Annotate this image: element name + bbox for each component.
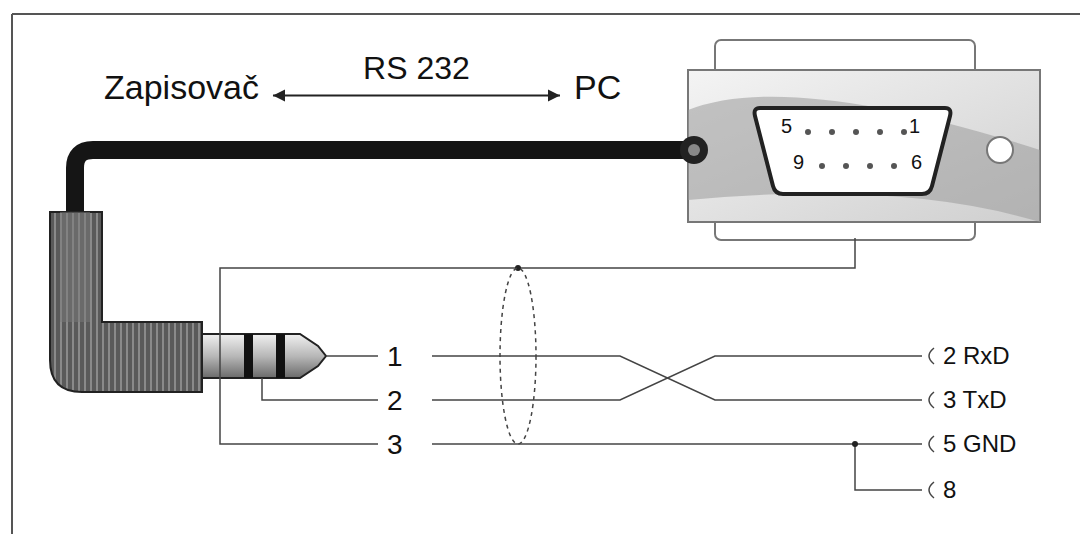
signal-label: 8 [940,478,959,502]
signal-label: 3 [384,431,406,459]
pin-number: 1 [906,116,923,136]
pin-number: 9 [790,152,807,172]
device-name: PC [574,68,621,107]
signal-label: 1 [384,343,406,371]
edge-label: RS 232 [360,52,473,84]
pin-number: 6 [908,152,925,172]
signal-label: 2 [384,387,406,415]
signal-label: 2 RxD [940,344,1013,368]
signal-label: 3 TxD [940,388,1010,412]
connection-arrow [273,90,560,102]
device-name: Zapisovač [104,68,259,107]
signal-label: 5 GND [940,432,1019,456]
device-label: PC [570,66,625,109]
device-label: Zapisovač [100,66,263,109]
pin-number: 5 [778,116,795,136]
